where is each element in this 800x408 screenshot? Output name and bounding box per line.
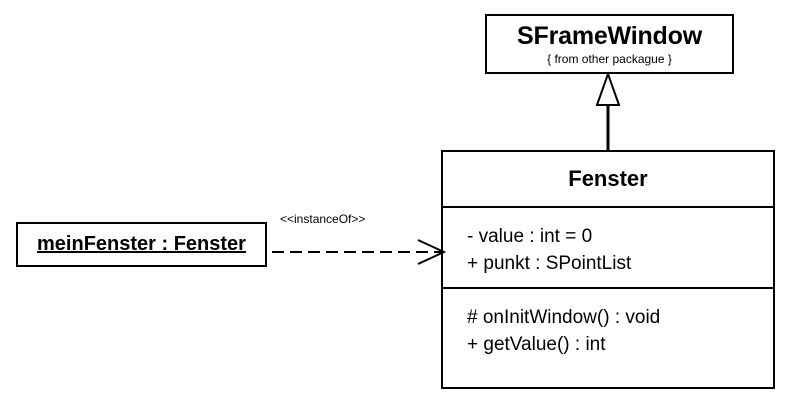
dependency-open-arrowhead [417,239,447,265]
generalization-arrow-svg [595,71,621,152]
class-package-note-sframewindow: { from other packague } [547,52,672,66]
generalization-hollow-triangle [595,71,621,106]
operation-row: # onInitWindow() : void [467,307,661,328]
compartment-operations: # onInitWindow() : void + getValue() : i… [443,289,773,387]
attribute-row: + punkt : SPointList [467,253,632,274]
object-label-meinfenster: meinFenster : Fenster [37,233,246,255]
compartment-attributes: - value : int = 0 + punkt : SPointList [443,208,773,289]
class-name-fenster: Fenster [568,166,648,191]
generalization-arrow [592,71,624,152]
dependency-stereotype-label: <<instanceOf>> [280,212,366,226]
operation-row: + getValue() : int [467,334,606,355]
class-box-sframewindow[interactable]: SFrameWindow { from other packague } [485,14,734,74]
attribute-row: - value : int = 0 [467,226,593,247]
instance-of-dependency: <<instanceOf>> [266,212,447,268]
class-name-sframewindow: SFrameWindow [517,22,702,50]
instance-of-dependency-svg [272,239,447,265]
compartment-class-name: Fenster [443,152,773,208]
object-box-meinfenster[interactable]: meinFenster : Fenster [16,222,267,267]
class-box-fenster[interactable]: Fenster - value : int = 0 + punkt : SPoi… [441,150,775,389]
